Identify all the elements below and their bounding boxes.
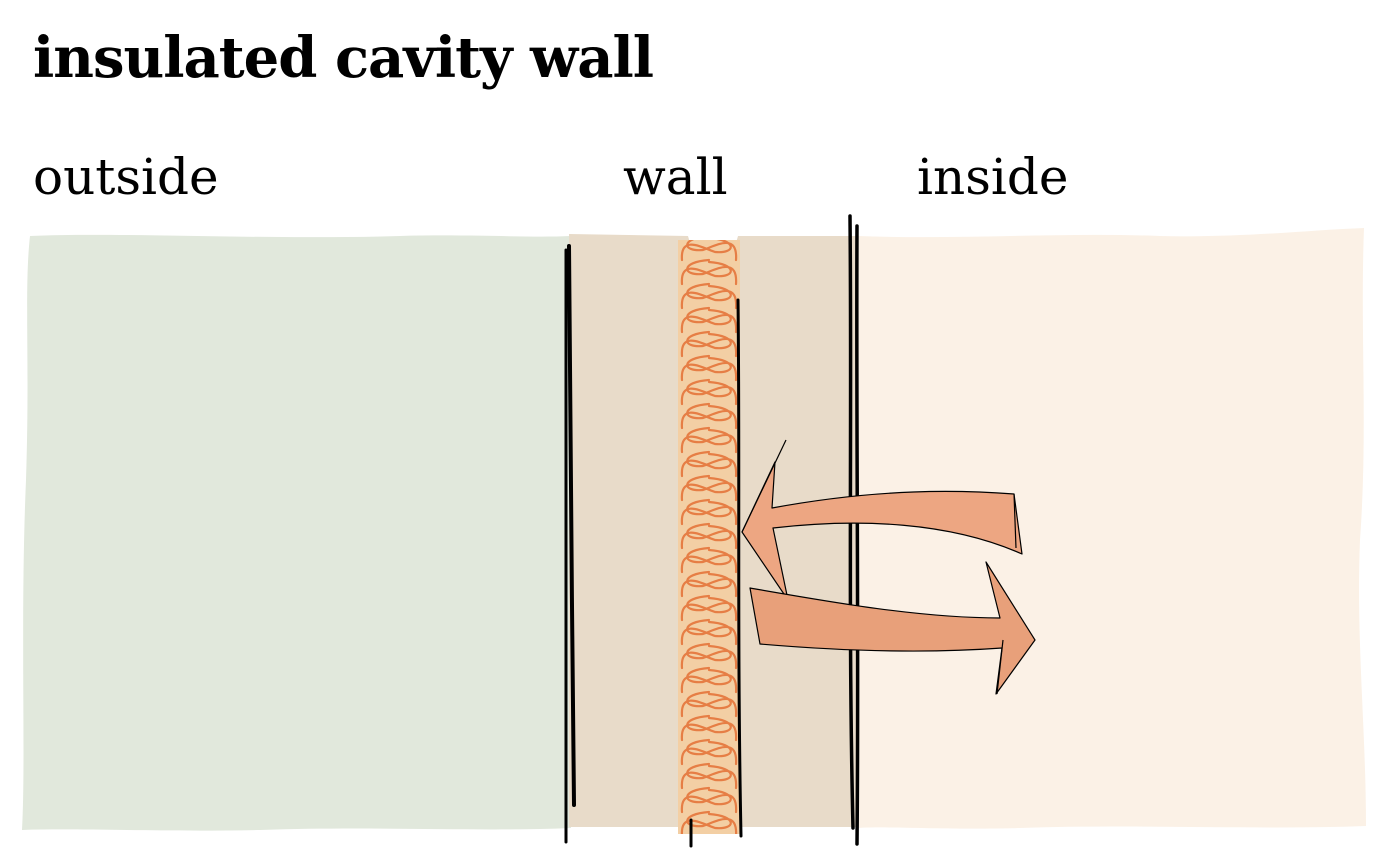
inside-region [858, 228, 1366, 829]
heat-escaping-arrow [749, 561, 1036, 695]
outside-region [22, 234, 571, 831]
insulation-layer [678, 240, 740, 834]
diagram-title: insulated cavity wall [33, 25, 654, 91]
inside-label: inside [917, 148, 1069, 206]
outside-label: outside [33, 148, 219, 206]
insulation-pattern-path [680, 240, 738, 834]
wall-label: wall [623, 148, 728, 206]
